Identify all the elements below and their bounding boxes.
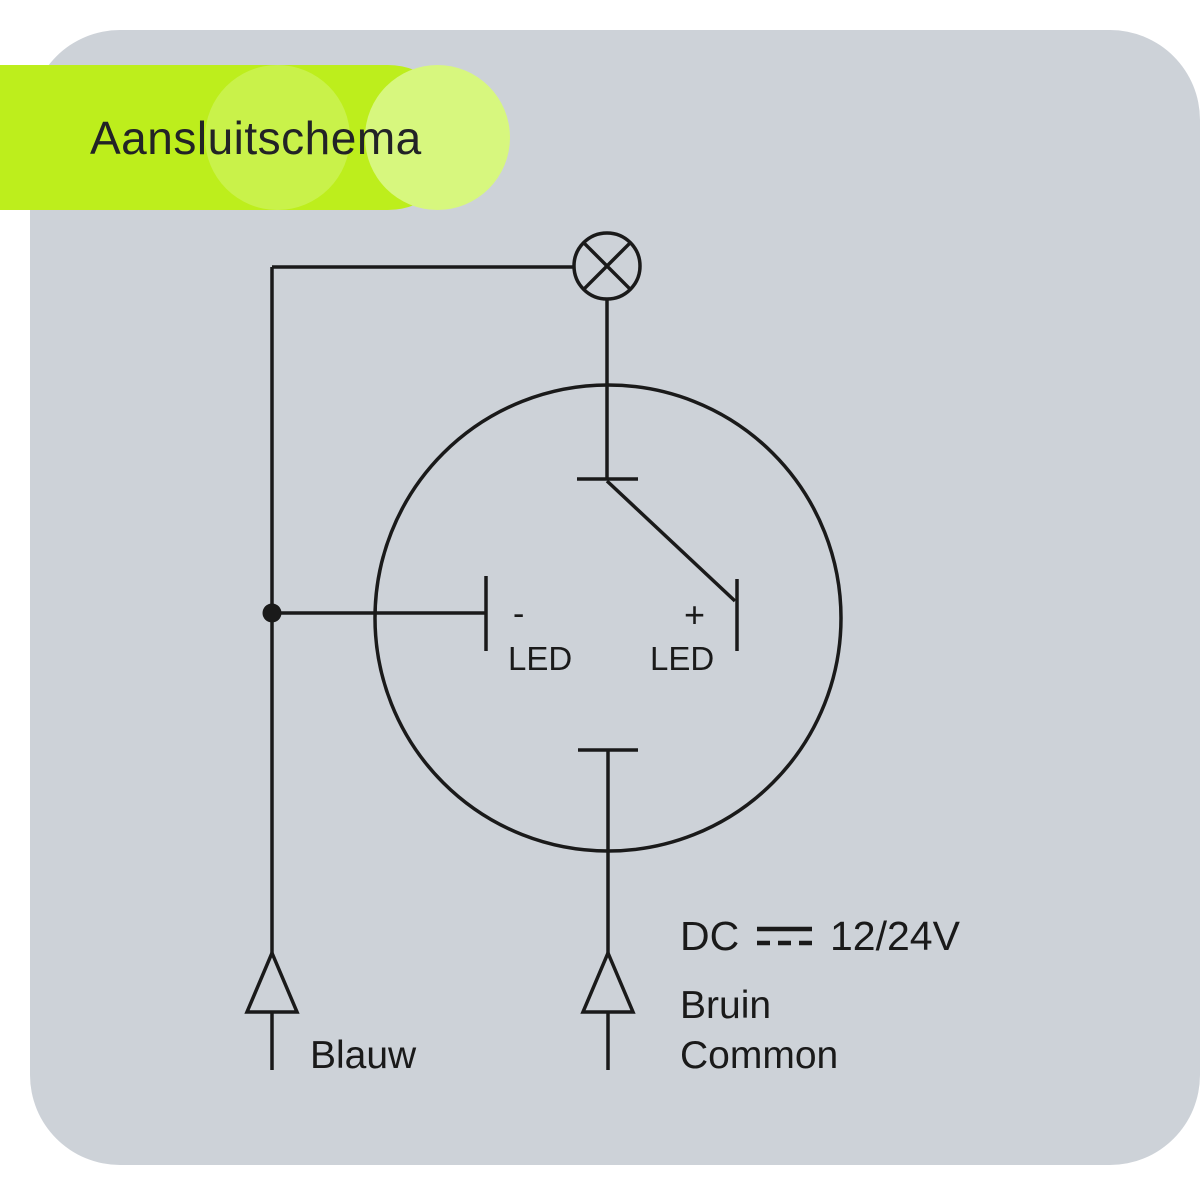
- label-led-plus: LED: [650, 640, 714, 677]
- label-bruin: Bruin: [680, 984, 771, 1027]
- label-dc: DC: [680, 913, 739, 959]
- label-blauw: Blauw: [310, 1034, 417, 1077]
- label-led-minus-polarity: -: [513, 595, 524, 633]
- banner-accent-circle-1: [205, 65, 350, 210]
- arrow-common-icon: [580, 948, 636, 1014]
- switch-body-circle: [373, 383, 843, 853]
- label-led-plus-polarity: +: [684, 594, 705, 635]
- title-banner: Aansluitschema: [0, 65, 510, 210]
- arrow-blauw-icon: [244, 948, 300, 1014]
- dc-symbol-icon: [757, 926, 812, 946]
- banner-accent-circle-2: [365, 65, 510, 210]
- switch-arm: [605, 479, 737, 603]
- page-title: Aansluitschema: [90, 111, 422, 164]
- label-led-minus: LED: [508, 640, 572, 677]
- junction-dot: [262, 603, 282, 623]
- label-common: Common: [680, 1034, 838, 1077]
- lamp-icon: [572, 231, 642, 301]
- label-voltage: 12/24V: [830, 913, 961, 959]
